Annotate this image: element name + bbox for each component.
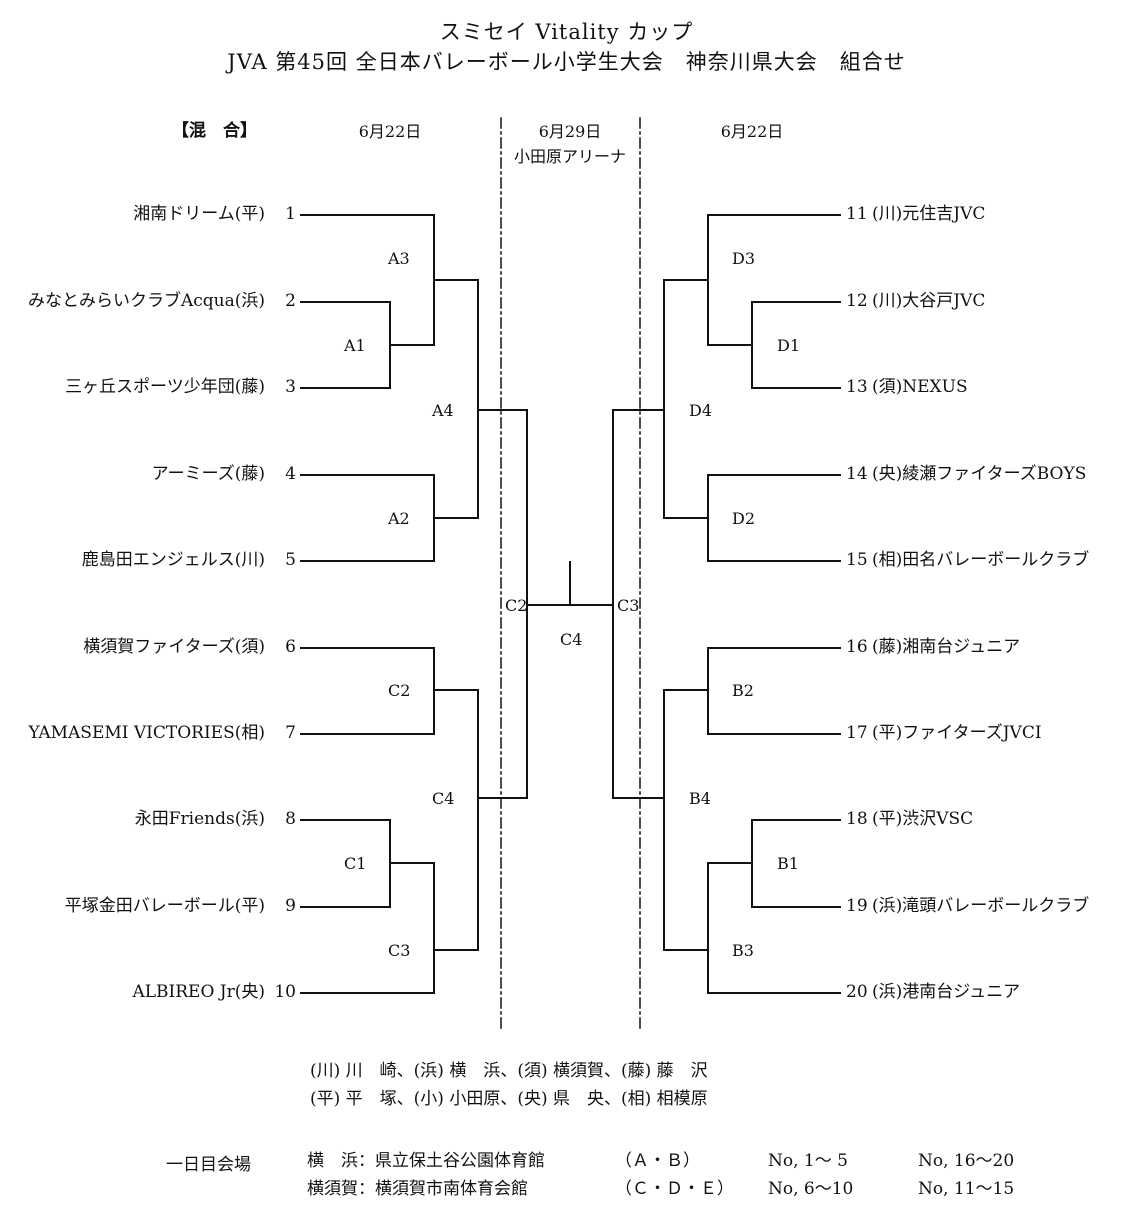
legend-line-2: (平) 平 塚、(小) 小田原、(央) 県 央、(相) 相模原: [310, 1089, 708, 1109]
right-team-19-name: (浜)滝頭バレーボールクラブ: [872, 896, 1090, 916]
left-team-7-name: YAMASEMI VICTORIES(相): [28, 723, 265, 743]
right-team-14-number: 14: [846, 464, 868, 484]
venue-1-right-numbers: No, 16〜20: [918, 1151, 1015, 1171]
left-team-2-name: みなとみらいクラブAcqua(浜): [27, 291, 265, 311]
right-team-11-number: 11: [846, 204, 868, 224]
match-c2-label: C2: [388, 681, 411, 700]
left-team-6-number: 6: [285, 637, 296, 657]
left-team-9-number: 9: [285, 896, 296, 916]
match-c3-bracket: [433, 862, 479, 994]
match-d1-label: D1: [777, 336, 801, 355]
match-c2-bracket: [433, 647, 479, 735]
venue-2-groups: （Ｃ・Ｄ・Ｅ）: [615, 1179, 734, 1199]
left-team-7-number: 7: [285, 723, 296, 743]
match-b4-label: B4: [689, 789, 711, 808]
final-c4-label: C4: [560, 630, 583, 649]
match-b4-bracket: [612, 689, 665, 951]
match-a2-label: A2: [388, 509, 410, 528]
match-c4-label: C4: [432, 789, 455, 808]
match-b3-bracket: [663, 862, 709, 994]
right-team-20-name: (浜)港南台ジュニア: [872, 982, 1021, 1002]
left-team-9-name: 平塚金田バレーボール(平): [64, 896, 265, 916]
venue-2-left-numbers: No, 6〜10: [768, 1179, 854, 1199]
title-line-2: JVA 第45回 全日本バレーボール小学生大会 神奈川県大会 組合せ: [227, 50, 906, 74]
match-b2-label: B2: [732, 681, 754, 700]
match-d3-bracket: [663, 214, 709, 346]
right-team-11-name: (川)元住吉JVC: [872, 204, 986, 224]
left-team-6-name: 横須賀ファイターズ(須): [83, 637, 265, 657]
match-c1-label: C1: [344, 854, 367, 873]
right-team-14-name: (央)綾瀬ファイターズBOYS: [872, 464, 1087, 484]
match-a4-label: A4: [432, 401, 454, 420]
left-team-4-name: アーミーズ(藤): [151, 464, 265, 484]
left-team-1-name: 湘南ドリーム(平): [133, 204, 265, 224]
center-c3-bracket: [569, 409, 614, 799]
left-team-2-number: 2: [285, 291, 296, 311]
left-team-8-number: 8: [285, 809, 296, 829]
venue-1-groups: （Ａ・Ｂ）: [615, 1151, 700, 1171]
left-team-1-number: 1: [285, 204, 296, 224]
left-team-8-name: 永田Friends(浜): [134, 809, 265, 829]
match-a1-bracket: [389, 301, 435, 389]
left-date: 6月22日: [358, 122, 422, 141]
right-team-16-name: (藤)湘南台ジュニア: [872, 637, 1021, 657]
left-team-10-name: ALBIREO Jr(央): [132, 982, 265, 1002]
match-d2-label: D2: [732, 509, 756, 528]
title-line-1: スミセイ Vitality カップ: [439, 20, 694, 44]
right-team-13-number: 13: [846, 377, 868, 397]
match-b2-bracket: [663, 647, 709, 735]
venue-1-left-numbers: No, 1〜 5: [768, 1151, 848, 1171]
match-c4-bracket: [477, 689, 528, 951]
category-label: 【混 合】: [172, 121, 257, 141]
left-team-4-number: 4: [285, 464, 296, 484]
center-c2-label: C2: [505, 596, 528, 615]
left-team-5-number: 5: [285, 550, 296, 570]
right-team-12-number: 12: [846, 291, 868, 311]
match-a4-bracket: [477, 279, 528, 519]
right-team-17-name: (平)ファイターズJVCI: [872, 723, 1042, 743]
left-team-3-number: 3: [285, 377, 296, 397]
match-a1-label: A1: [344, 336, 366, 355]
match-c1-bracket: [389, 819, 435, 908]
match-b3-label: B3: [732, 941, 754, 960]
right-team-18-name: (平)渋沢VSC: [872, 809, 974, 829]
match-d4-label: D4: [689, 401, 713, 420]
match-a2-bracket: [433, 474, 479, 562]
center-c2-bracket: [526, 409, 571, 799]
match-b1-bracket: [707, 819, 753, 908]
right-team-13-name: (須)NEXUS: [872, 377, 968, 397]
left-team-10-number: 10: [274, 982, 296, 1002]
venue-1-city: 横 浜：県立保土谷公園体育館: [307, 1151, 545, 1171]
right-team-19-number: 19: [846, 896, 868, 916]
match-d1-bracket: [707, 301, 753, 389]
match-c3-label: C3: [388, 941, 411, 960]
venue-2-right-numbers: No, 11〜15: [918, 1179, 1015, 1199]
right-team-17-number: 17: [846, 723, 868, 743]
match-a3-label: A3: [388, 249, 410, 268]
center-c3-label: C3: [617, 596, 640, 615]
right-team-12-name: (川)大谷戸JVC: [872, 291, 986, 311]
right-team-18-number: 18: [846, 809, 868, 829]
match-d2-bracket: [663, 474, 709, 562]
right-date: 6月22日: [720, 122, 784, 141]
right-team-15-number: 15: [846, 550, 868, 570]
center-venue: 小田原アリーナ: [513, 147, 626, 166]
match-d3-label: D3: [732, 249, 756, 268]
center-date: 6月29日: [538, 122, 602, 141]
match-a3-bracket: [433, 214, 479, 346]
left-team-3-name: 三ヶ丘スポーツ少年団(藤): [65, 377, 265, 397]
venue-2-city: 横須賀：横須賀市南体育会館: [307, 1179, 528, 1199]
match-d4-bracket: [612, 279, 665, 519]
right-team-15-name: (相)田名バレーボールクラブ: [872, 550, 1090, 570]
legend-line-1: (川) 川 崎、(浜) 横 浜、(須) 横須賀、(藤) 藤 沢: [310, 1061, 708, 1081]
right-team-16-number: 16: [846, 637, 868, 657]
match-b1-label: B1: [777, 854, 799, 873]
right-team-20-number: 20: [846, 982, 868, 1002]
left-team-5-name: 鹿島田エンジェルス(川): [81, 550, 265, 570]
venues-heading: 一日目会場: [166, 1155, 251, 1175]
